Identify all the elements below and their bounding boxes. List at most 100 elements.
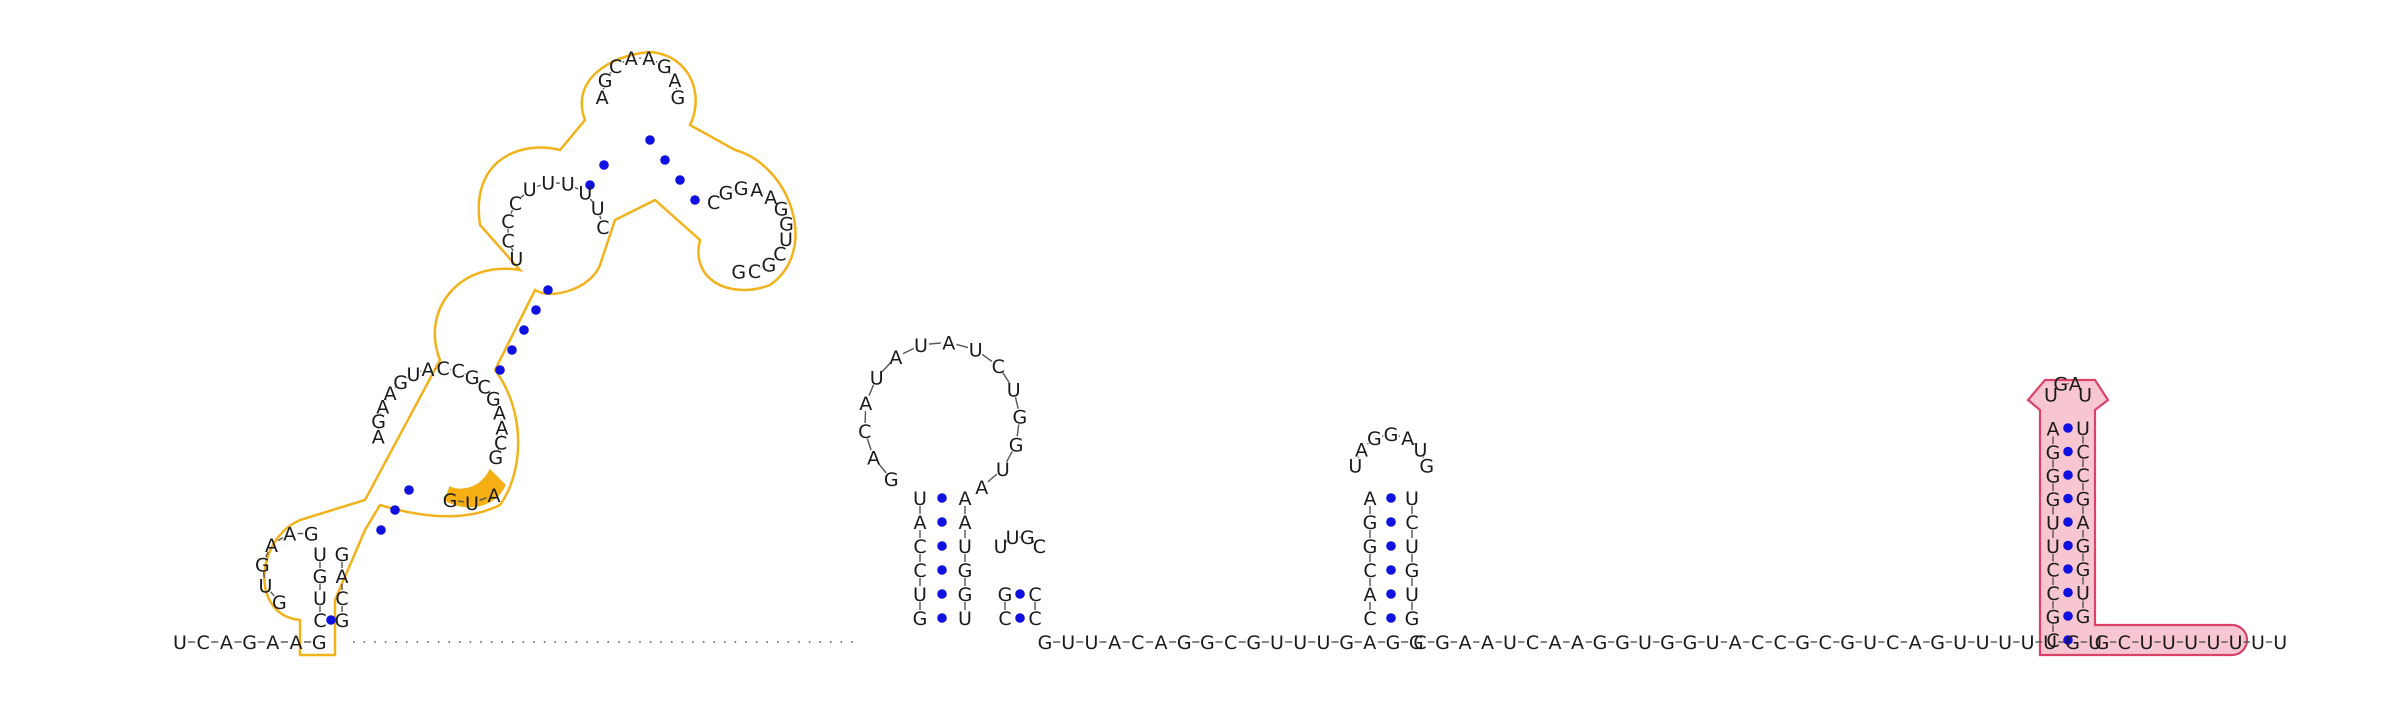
base-pair-dot <box>2063 588 2073 598</box>
linker-nucleotide: C <box>1773 632 1786 654</box>
linker-nucleotide: U <box>1061 632 1075 654</box>
three-prime-tail-nucleotide: U <box>2162 632 2176 654</box>
stem-nucleotide: C <box>1028 584 1041 606</box>
pseudoknot-nucleotide: A <box>488 485 501 507</box>
yellow-stem-nucleotide: U <box>313 588 327 610</box>
hairpin-loop-nucleotide: A <box>859 393 872 415</box>
base-pair-dot <box>1015 589 1025 599</box>
three-prime-tail-nucleotide: U <box>2229 632 2243 654</box>
stem-nucleotide: G <box>1405 560 1420 582</box>
stem-nucleotide: C <box>1363 608 1376 630</box>
base-pair-dot <box>507 345 517 355</box>
pseudoknot-nucleotide: U <box>465 493 479 515</box>
linker-nucleotide: A <box>1108 632 1121 654</box>
terminator-stem-nucleotide: A <box>2077 512 2090 534</box>
yellow-stem-nucleotide: C <box>335 588 348 610</box>
base-pair-dot <box>2063 611 2073 621</box>
terminator-stem-nucleotide: U <box>2076 418 2090 440</box>
highlight-layer <box>264 52 2247 655</box>
hairpin-loop-nucleotide: A <box>867 448 880 470</box>
hairpin-loop-nucleotide: A <box>975 477 988 499</box>
linker-nucleotide: A <box>1549 632 1562 654</box>
linker-nucleotide: G <box>1930 632 1945 654</box>
backbone-link <box>929 343 941 344</box>
yellow-loop-nucleotide: G <box>762 255 777 277</box>
hairpin-loop-nucleotide: A <box>942 332 955 354</box>
hairpin-loop-nucleotide: C <box>1033 536 1046 558</box>
hairpin-loop-nucleotide: G <box>1384 424 1399 446</box>
base-pair-dot <box>690 195 700 205</box>
backbone-link <box>982 354 992 361</box>
linker-nucleotide: U <box>1706 632 1720 654</box>
base-pair-dot <box>1386 589 1396 599</box>
hairpin-loop-nucleotide: U <box>914 335 928 357</box>
yellow-stem-nucleotide: G <box>335 544 350 566</box>
stem-nucleotide: A <box>959 488 972 510</box>
yellow-loop-nucleotide: U <box>561 174 575 196</box>
linker-nucleotide: A <box>1729 632 1742 654</box>
yellow-loop-nucleotide: G <box>719 183 734 205</box>
yellow-loop-nucleotide: A <box>283 523 296 545</box>
hairpin-loop-nucleotide: G <box>1013 407 1028 429</box>
yellow-stem-nucleotide: G <box>313 566 328 588</box>
terminator-loop-nucleotide: G <box>2053 374 2068 396</box>
linker-nucleotide: A <box>1481 632 1494 654</box>
base-pair-dot <box>1386 493 1396 503</box>
three-prime-tail-nucleotide: U <box>2273 632 2287 654</box>
linker-nucleotide: A <box>1909 632 1922 654</box>
base-pair-dot <box>937 541 947 551</box>
stem-nucleotide: U <box>1405 584 1419 606</box>
base-pair-dot <box>937 493 947 503</box>
hairpin-loop-nucleotide: G <box>884 469 899 491</box>
stem-nucleotide: U <box>1405 488 1419 510</box>
terminator-stem-nucleotide: U <box>2076 583 2090 605</box>
yellow-loop-nucleotide: C <box>596 217 609 239</box>
linker-nucleotide: U <box>1998 632 2012 654</box>
terminator-stem-nucleotide: G <box>2046 607 2061 629</box>
yellow-loop-nucleotide: A <box>265 535 278 557</box>
linker-nucleotide: U <box>1084 632 1098 654</box>
yellow-loop-nucleotide: G <box>304 524 319 546</box>
linker-nucleotide: A <box>1155 632 1168 654</box>
three-prime-tail-nucleotide: C <box>2118 632 2131 654</box>
base-pair-dot <box>599 160 609 170</box>
linker-nucleotide: A <box>1363 632 1376 654</box>
terminator-stem-nucleotide: G <box>2046 466 2061 488</box>
terminator-stem-nucleotide: C <box>2076 442 2089 464</box>
terminator-stem-nucleotide: C <box>2046 630 2059 652</box>
hairpin-loop-nucleotide: A <box>889 347 902 369</box>
terminator-stem-nucleotide: A <box>2047 419 2060 441</box>
linker-nucleotide: G <box>1177 632 1192 654</box>
terminator-stem-nucleotide: G <box>2046 489 2061 511</box>
terminator-stem-nucleotide: G <box>2046 442 2061 464</box>
five-prime-tail-nucleotide: A <box>220 632 233 654</box>
base-pair-dot <box>660 155 670 165</box>
yellow-loop-nucleotide: U <box>541 173 555 195</box>
linker-nucleotide: U <box>1293 632 1307 654</box>
base-pair-dot <box>2063 494 2073 504</box>
five-prime-tail-nucleotide: A <box>290 632 303 654</box>
stem-nucleotide: G <box>1405 608 1420 630</box>
yellow-loop-nucleotide: C <box>502 231 515 253</box>
linker-nucleotide: G <box>1435 632 1450 654</box>
stem-nucleotide: G <box>958 560 973 582</box>
five-prime-tail-nucleotide: G <box>242 632 257 654</box>
stem-nucleotide: C <box>998 608 1011 630</box>
base-pair-dot <box>2063 541 2073 551</box>
base-pair-dot <box>2063 564 2073 574</box>
linker-nucleotide: C <box>1526 632 1539 654</box>
linker-nucleotide: C <box>1818 632 1831 654</box>
terminator-stem-nucleotide: C <box>2046 560 2059 582</box>
yellow-loop-nucleotide: G <box>255 554 270 576</box>
linker-nucleotide: G <box>1795 632 1810 654</box>
linker-nucleotide: U <box>1638 632 1652 654</box>
stem-nucleotide: A <box>1364 488 1377 510</box>
hairpin-loop-nucleotide: U <box>969 340 983 362</box>
stem-nucleotide: C <box>1028 608 1041 630</box>
yellow-loop-nucleotide: A <box>750 180 763 202</box>
base-pair-dot <box>404 485 414 495</box>
hairpin-loop-nucleotide: C <box>992 356 1005 378</box>
linker-nucleotide: G <box>2065 632 2080 654</box>
stem-nucleotide: G <box>958 584 973 606</box>
base-pair-dot <box>2063 423 2073 433</box>
